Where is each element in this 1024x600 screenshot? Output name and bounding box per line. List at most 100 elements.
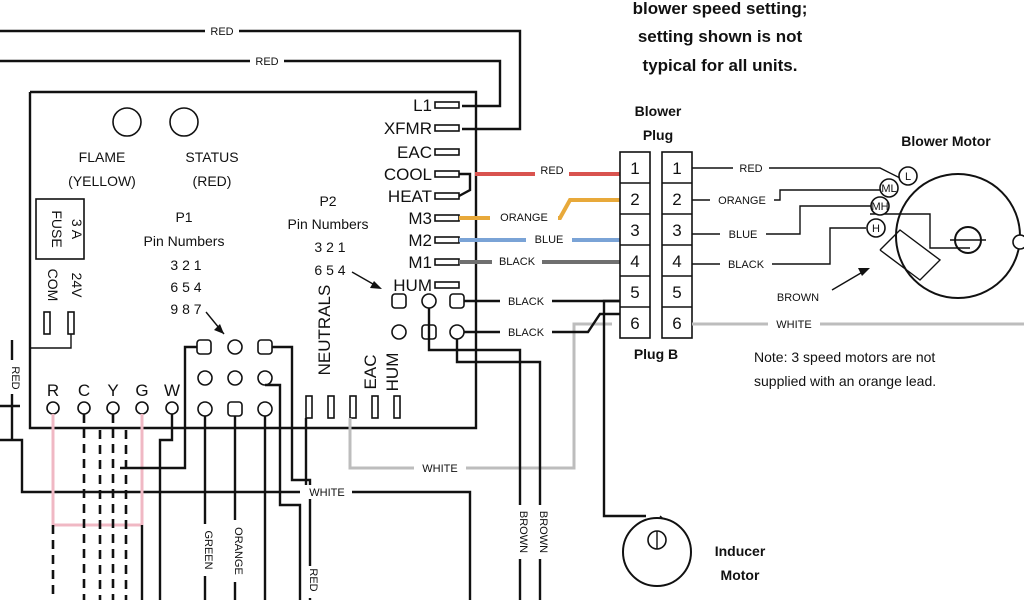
inducer-label-2: Motor [721,567,760,583]
plug-pin-5-right: 5 [672,283,681,302]
wire-label-orange-m3: ORANGE [500,212,548,224]
terminal-c: C [78,381,90,400]
plug-pin-4-left: 4 [630,252,639,271]
wire-label-red-bottom: RED [307,568,319,591]
wire-label-black-m1: BLACK [499,256,536,268]
plug-pin-6-right: 6 [672,314,681,333]
blower-plug-title-2: Plug [643,127,673,143]
terminal-m1: M1 [408,253,432,272]
wire-label-red-motor: RED [739,163,762,175]
wire-label-black-hum-2: BLACK [508,327,545,339]
wire-label-orange-motor: ORANGE [718,195,766,207]
blower-plug-title-1: Blower [635,103,682,119]
wire-label-red-left: RED [9,366,21,389]
plug-pin-1-left: 1 [630,159,639,178]
terminal-eac: EAC [397,143,432,162]
plug-pin-2-left: 2 [630,190,639,209]
tap-h: H [872,223,880,235]
terminal-r: R [47,381,59,400]
terminal-y: Y [107,381,118,400]
hum-bottom-label: HUM [383,353,402,392]
header-note: blower speed setting; setting shown is n… [633,0,808,75]
tap-mh: MH [871,201,888,213]
p2-row-2: 6 5 4 [314,262,345,278]
tap-ml: ML [881,183,896,195]
flame-label: FLAME [79,149,126,165]
wire-label-green: GREEN [202,530,214,569]
motor-note-line-1: Note: 3 speed motors are not [754,349,935,365]
plug-pin-5-left: 5 [630,283,639,302]
fuse-block [35,198,85,260]
p2-title: P2 [319,193,336,209]
p2-sub: Pin Numbers [288,216,369,232]
wire-label-brown-2: BROWN [537,511,549,553]
plug-b-label: Plug B [634,346,678,362]
inducer-label-1: Inducer [715,543,766,559]
plug-pin-6-left: 6 [630,314,639,333]
terminal-m3: M3 [408,209,432,228]
fuse-label: FUSE [49,210,65,247]
wire-label-red-cool: RED [540,165,563,177]
board-terminals: L1 XFMR EAC COOL HEAT M3 M2 M1 HUM [384,96,460,295]
inducer-motor: Inducer Motor [602,299,766,587]
thermostat-wiring [51,414,174,600]
terminal-xfmr: XFMR [384,119,432,138]
wire-label-red-second: RED [255,56,278,68]
p1-title: P1 [175,209,192,225]
header-note-line-2: setting shown is not [638,27,803,46]
terminal-w: W [164,381,180,400]
terminal-heat: HEAT [388,187,432,206]
wire-label-black-motor: BLACK [728,259,765,271]
p1-row-3: 9 8 7 [170,301,201,317]
blower-plug: Blower Plug 1 2 3 4 5 6 1 2 3 4 5 6 Plug… [619,103,693,362]
motor-note-line-2: supplied with an orange lead. [754,373,936,389]
header-note-line-3: typical for all units. [643,56,798,75]
top-red-wires: RED RED [0,24,522,131]
wire-label-red-top: RED [210,26,233,38]
plug-pin-2-right: 2 [672,190,681,209]
v24-label: 24V [69,273,85,299]
com-label: COM [45,269,61,302]
plug-pin-3-left: 3 [630,221,639,240]
wire-label-black-hum-1: BLACK [508,296,545,308]
terminal-cool: COOL [384,165,432,184]
terminal-hum: HUM [393,276,432,295]
p1-sub: Pin Numbers [144,233,225,249]
plug-to-motor-wires: RED ORANGE BLUE BLACK WHITE [692,161,1024,331]
blower-motor-title: Blower Motor [901,133,991,149]
terminal-g: G [135,381,148,400]
tap-l: L [905,171,911,183]
wire-label-white-p1: WHITE [309,487,344,499]
terminal-m2: M2 [408,231,432,250]
eac-bottom-label: EAC [361,355,380,390]
wire-label-white-neutral: WHITE [422,463,457,475]
inducer-motor-icon [622,517,692,587]
p1-row-1: 3 2 1 [170,257,201,273]
com-terminal [43,311,51,335]
status-label: STATUS [185,149,238,165]
plug-pin-4-right: 4 [672,252,681,271]
p1-wires: GREEN ORANGE RED WHITE [120,345,352,600]
p2-row-1: 3 2 1 [314,239,345,255]
wire-label-brown-1: BROWN [517,511,529,553]
thermostat-terminals: R C Y G W [46,381,180,415]
status-led-icon [169,107,199,137]
header-note-line-1: blower speed setting; [633,0,808,18]
control-board: FLAME (YELLOW) STATUS (RED) FUSE 3 A COM… [28,90,478,430]
board-to-plug-wires: RED ORANGE BLUE BLACK BLACK BLACK [458,164,620,339]
wire-label-white-motor: WHITE [776,319,811,331]
plug-pin-3-right: 3 [672,221,681,240]
terminal-l1: L1 [413,96,432,115]
brown-label: BROWN [777,292,819,304]
p1-connector [196,339,273,417]
wire-label-blue-motor: BLUE [729,229,758,241]
blower-motor: Blower Motor L ML MH H BROWN [777,133,1024,304]
flame-led-icon [112,107,142,137]
wire-label-orange-bottom: ORANGE [232,527,244,575]
v24-terminal [67,311,75,335]
status-sub-label: (RED) [193,173,232,189]
p1-row-2: 6 5 4 [170,279,201,295]
fuse-rating: 3 A [69,219,85,240]
motor-note: Note: 3 speed motors are not supplied wi… [754,349,936,389]
